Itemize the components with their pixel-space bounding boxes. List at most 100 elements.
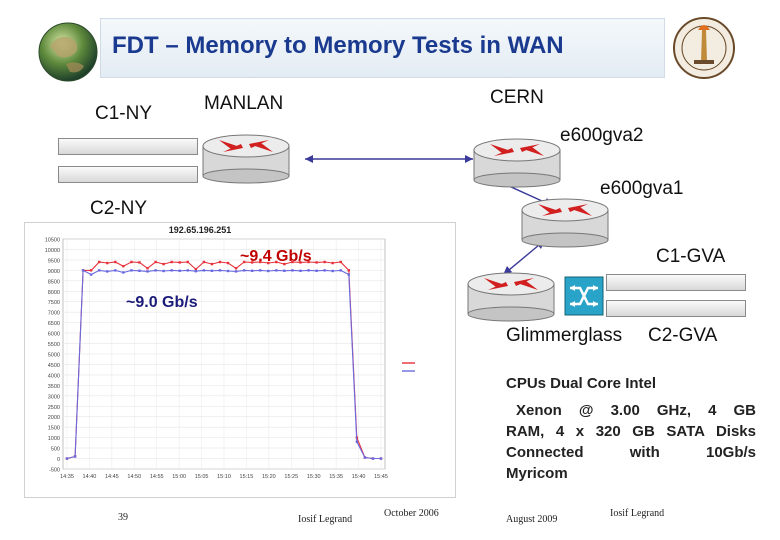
series-point-1	[267, 261, 270, 265]
x-tick-label: 14:35	[60, 474, 74, 480]
rate-annotation-1: ~9.4 Gb/s	[240, 248, 312, 265]
x-tick-label: 15:05	[195, 474, 209, 480]
series-point-1	[275, 260, 278, 264]
series-point-2	[146, 270, 149, 273]
series-point-1	[146, 267, 149, 270]
router-c2-gva	[466, 270, 556, 322]
series-point-2	[315, 269, 318, 272]
y-tick-label: 1500	[48, 426, 60, 432]
series-point-1	[89, 269, 93, 272]
series-point-2	[331, 269, 334, 273]
series-point-1	[202, 260, 206, 264]
server-c1-ny-2	[58, 166, 198, 183]
footer-date-left: October 2006	[384, 508, 439, 519]
series-point-1	[218, 260, 222, 264]
router-e600gva1	[520, 196, 610, 248]
x-tick-label: 15:15	[240, 474, 254, 480]
series-point-1	[347, 269, 350, 272]
series-point-1	[331, 261, 334, 265]
series-point-1	[291, 260, 294, 264]
series-point-2	[162, 269, 165, 273]
x-tick-label: 14:45	[105, 474, 119, 480]
series-point-1	[178, 261, 181, 264]
series-point-2	[299, 269, 302, 272]
series-point-1	[299, 261, 302, 264]
series-point-2	[81, 269, 85, 272]
label-manlan: MANLAN	[204, 93, 284, 114]
x-tick-label: 15:10	[217, 474, 231, 480]
x-tick-label: 15:45	[374, 474, 388, 480]
series-point-1	[122, 264, 125, 268]
x-tick-label: 15:35	[329, 474, 343, 480]
rate-annotation-2: ~9.0 Gb/s	[126, 294, 198, 311]
hardware-specs: CPUs Dual Core Intel Xenon @ 3.00 GHz, 4…	[506, 373, 756, 484]
series-point-1	[323, 260, 326, 264]
series-point-1	[154, 260, 157, 264]
series-point-2	[218, 269, 222, 272]
series-point-2	[202, 269, 206, 272]
label-glimmerglass: Glimmerglass	[506, 325, 623, 346]
series-point-2	[226, 269, 230, 273]
series-point-1	[210, 262, 214, 266]
series-point-2	[98, 269, 101, 272]
y-tick-label: 7000	[48, 311, 60, 317]
series-point-2	[283, 269, 286, 272]
x-tick-label: 15:40	[352, 474, 366, 480]
y-tick-label: 2000	[48, 415, 60, 421]
y-tick-label: 4000	[48, 373, 60, 379]
x-tick-label: 15:00	[172, 474, 186, 480]
series-point-1	[242, 260, 246, 264]
series-point-1	[315, 261, 318, 264]
y-tick-label: 6000	[48, 332, 60, 338]
series-point-2	[267, 269, 270, 273]
series-point-2	[154, 269, 157, 272]
specs-heading: CPUs Dual Core Intel	[506, 375, 657, 392]
series-point-1	[194, 268, 198, 271]
series-point-2	[114, 269, 117, 272]
series-point-1	[106, 261, 109, 265]
y-tick-label: 10000	[45, 248, 60, 254]
slide-title: FDT – Memory to Memory Tests in WAN	[112, 32, 564, 59]
y-tick-label: 4500	[48, 363, 60, 369]
series-line-2	[66, 269, 381, 460]
title-bar	[100, 18, 665, 78]
y-tick-label: 8500	[48, 279, 60, 285]
series-point-1	[98, 260, 101, 264]
label-c2-ny: C2-NY	[90, 198, 148, 219]
server-c1-gva-1	[606, 274, 746, 291]
glimmerglass-switch-icon	[564, 276, 604, 316]
label-c2-gva: C2-GVA	[648, 325, 718, 346]
y-tick-label: 7500	[48, 300, 60, 306]
footer-page-number: 39	[118, 512, 128, 523]
y-tick-label: 6500	[48, 321, 60, 327]
series-point-1	[170, 260, 173, 264]
series-point-2	[106, 270, 109, 273]
series-point-2	[178, 269, 181, 272]
series-point-2	[130, 269, 133, 272]
series-point-2	[210, 269, 214, 272]
series-point-2	[122, 271, 125, 274]
y-tick-label: 3000	[48, 394, 60, 400]
series-point-2	[250, 269, 254, 272]
series-point-2	[186, 269, 189, 272]
specs-line-1: Xenon @ 3.00 GHz, 4 GB	[516, 402, 756, 419]
footer-author-right: Iosif Legrand	[610, 508, 665, 519]
specs-line-4: Myricom	[506, 465, 568, 482]
series-point-2	[170, 269, 173, 272]
series-line-1	[66, 261, 381, 460]
series-point-2	[307, 269, 310, 272]
y-tick-label: 5000	[48, 353, 60, 359]
x-tick-label: 14:55	[150, 474, 164, 480]
series-point-2	[291, 269, 294, 272]
chart-svg: 192.65.196.251-5000500100015002000250030…	[45, 225, 415, 480]
series-point-2	[379, 457, 383, 460]
series-point-2	[234, 270, 238, 273]
series-point-2	[194, 270, 198, 273]
y-tick-label: 10500	[45, 238, 60, 244]
router-e600gva2	[472, 136, 562, 188]
y-tick-label: 2500	[48, 405, 60, 411]
series-point-1	[234, 267, 238, 270]
series-point-2	[363, 456, 367, 459]
label-e600gva1: e600gva1	[600, 178, 684, 199]
